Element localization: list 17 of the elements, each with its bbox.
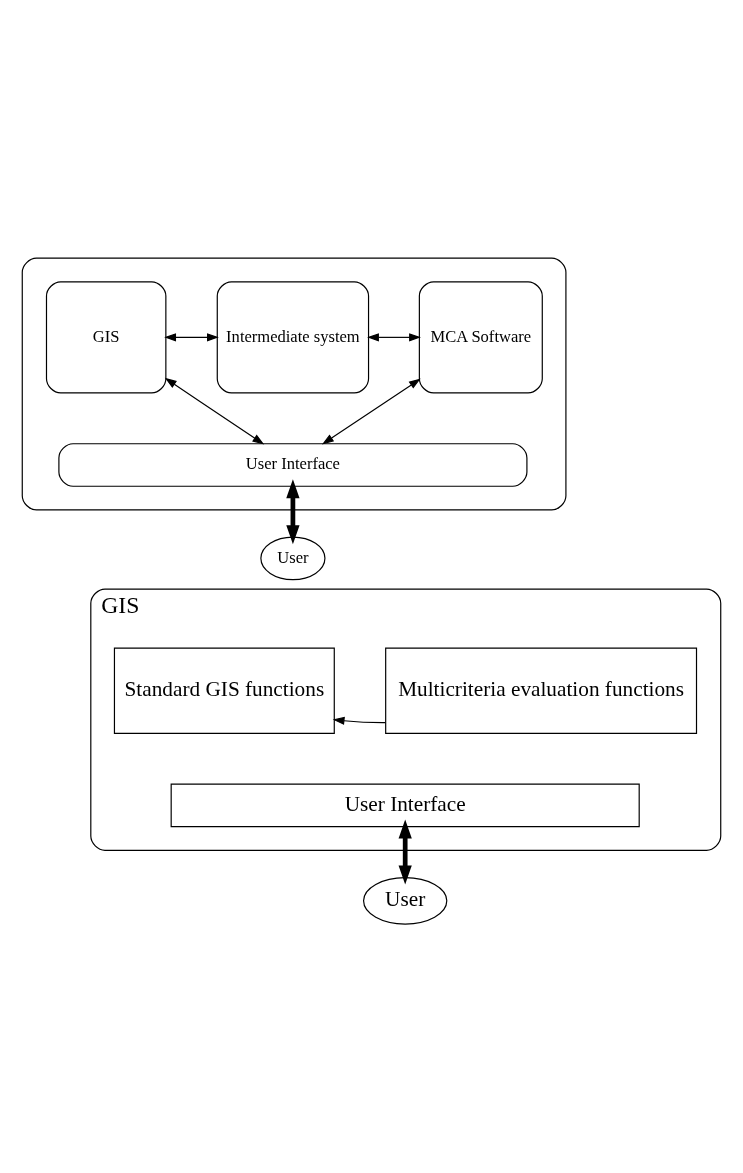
node-box: Standard GIS functions xyxy=(113,647,335,734)
node-ellipse: User xyxy=(363,877,448,925)
arrow xyxy=(321,378,421,445)
arrow xyxy=(164,333,219,342)
node-box: MCA Software xyxy=(418,281,543,394)
node-ellipse: User xyxy=(260,536,326,581)
node-box: User Interface xyxy=(58,443,528,487)
arrow xyxy=(164,377,265,445)
arrow xyxy=(286,479,300,545)
node-box: Multicriteria evaluation functions xyxy=(385,647,698,734)
arrow xyxy=(367,333,421,342)
arrow xyxy=(398,819,412,885)
node-box: GIS xyxy=(45,281,167,394)
node-box: User Interface xyxy=(170,783,640,828)
cluster xyxy=(21,257,567,511)
arrow xyxy=(332,716,386,725)
node-box: Intermediate system xyxy=(216,281,370,394)
